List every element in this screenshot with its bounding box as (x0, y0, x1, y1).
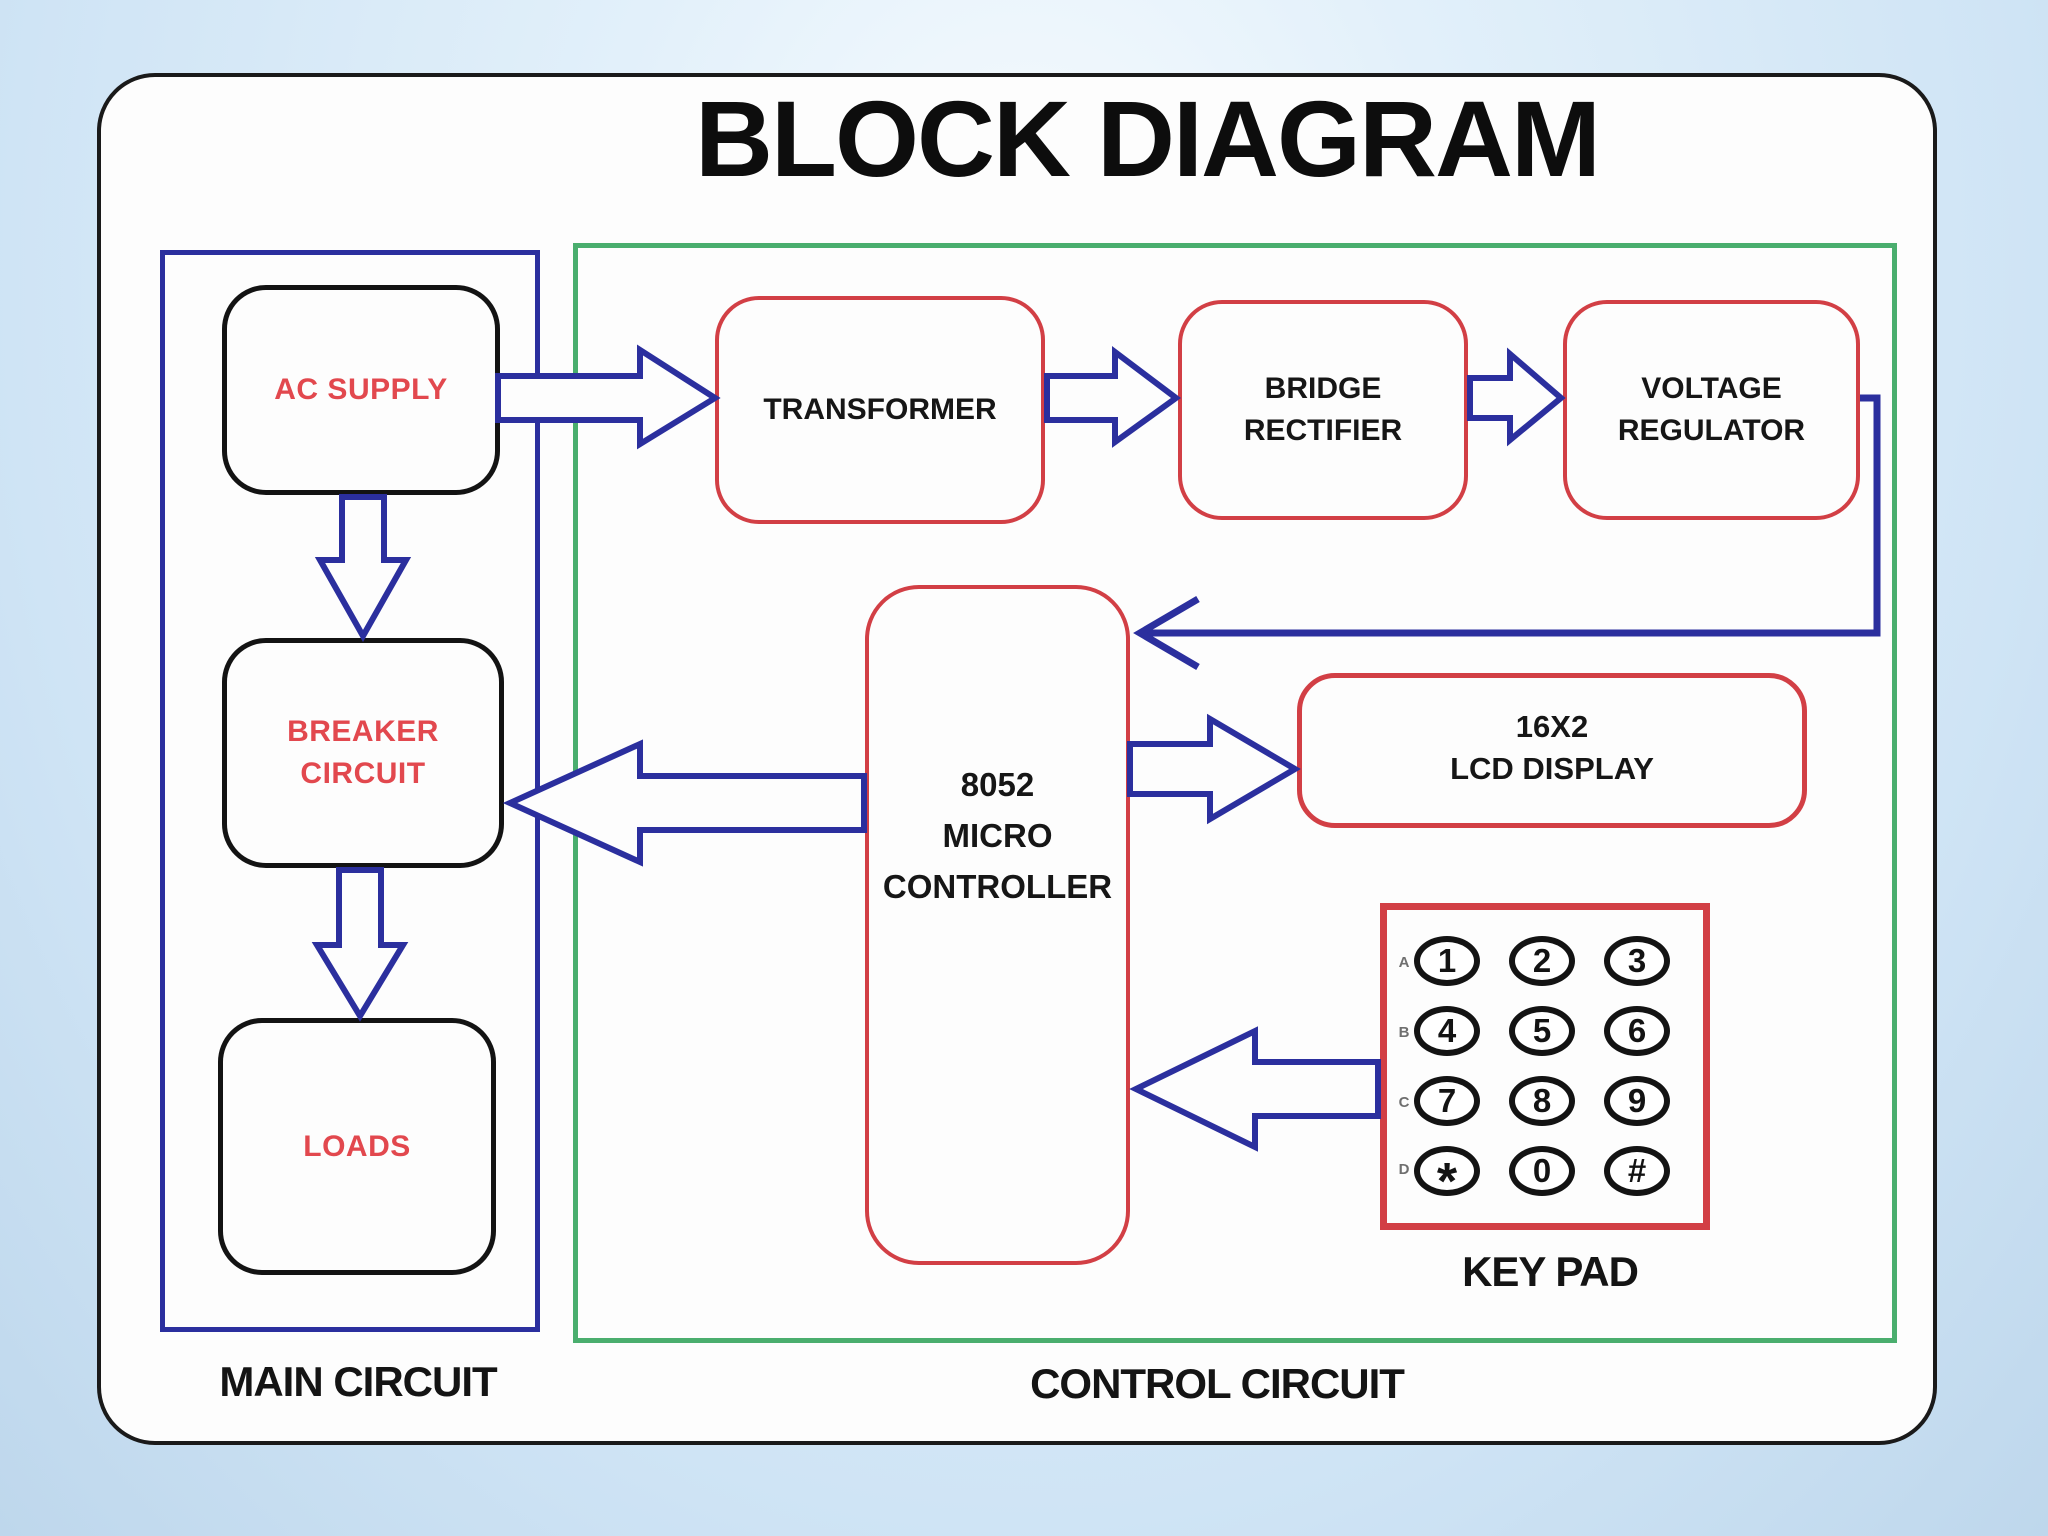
keypad-row-label-b: B (1398, 1024, 1410, 1041)
block-breaker-circuit: BREAKER CIRCUIT (222, 638, 504, 868)
diagram-title: BLOCK DIAGRAM (695, 78, 1601, 199)
block-loads: LOADS (218, 1018, 496, 1275)
keypad-key-8: 8 (1509, 1076, 1575, 1126)
block-label: CONTROLLER (882, 868, 1113, 906)
block-label: REGULATOR (1617, 414, 1806, 447)
keypad-row-label-a: A (1398, 954, 1410, 971)
keypad-key-star: * (1414, 1146, 1480, 1211)
block-bridge-rectifier: BRIDGE RECTIFIER (1178, 300, 1468, 520)
block-8052-microcontroller: 8052 MICRO CONTROLLER (865, 585, 1130, 1265)
block-label: LOADS (303, 1129, 411, 1163)
main-circuit-label: MAIN CIRCUIT (219, 1358, 497, 1405)
block-label: AC SUPPLY (274, 373, 448, 406)
keypad-key-7: 7 (1414, 1076, 1480, 1126)
keypad-key-hash: # (1604, 1146, 1670, 1196)
keypad-key-2: 2 (1509, 936, 1575, 986)
control-circuit-label: CONTROL CIRCUIT (1030, 1360, 1405, 1407)
keypad-panel: A B C D 1 2 3 4 5 6 7 8 9 * 0 # (1380, 903, 1710, 1230)
block-label: MICRO (942, 817, 1053, 855)
keypad-row-label-c: C (1398, 1094, 1410, 1111)
keypad-label: KEY PAD (1462, 1248, 1639, 1295)
block-ac-supply: AC SUPPLY (222, 285, 500, 495)
keypad-keys: 1 2 3 4 5 6 7 8 9 * 0 # (1414, 936, 1670, 1211)
keypad-key-9: 9 (1604, 1076, 1670, 1126)
block-lcd-display: 16X2 LCD DISPLAY (1297, 673, 1807, 828)
keypad-row-label-d: D (1398, 1161, 1410, 1178)
block-label: CIRCUIT (300, 757, 426, 790)
keypad-key-4: 4 (1414, 1006, 1480, 1056)
keypad-key-5: 5 (1509, 1006, 1575, 1056)
block-label: RECTIFIER (1243, 414, 1403, 447)
block-label: 8052 (960, 766, 1035, 803)
block-voltage-regulator: VOLTAGE REGULATOR (1563, 300, 1860, 520)
block-transformer: TRANSFORMER (715, 296, 1045, 524)
block-label: BRIDGE (1264, 372, 1382, 405)
block-label: LCD DISPLAY (1450, 750, 1654, 786)
keypad-key-3: 3 (1604, 936, 1670, 986)
block-label: BREAKER (287, 715, 439, 748)
block-label: TRANSFORMER (763, 393, 997, 426)
block-label: VOLTAGE (1641, 372, 1782, 405)
block-label: 16X2 (1515, 709, 1589, 744)
keypad-key-0: 0 (1509, 1146, 1575, 1196)
keypad-key-6: 6 (1604, 1006, 1670, 1056)
keypad-key-1: 1 (1414, 936, 1480, 986)
